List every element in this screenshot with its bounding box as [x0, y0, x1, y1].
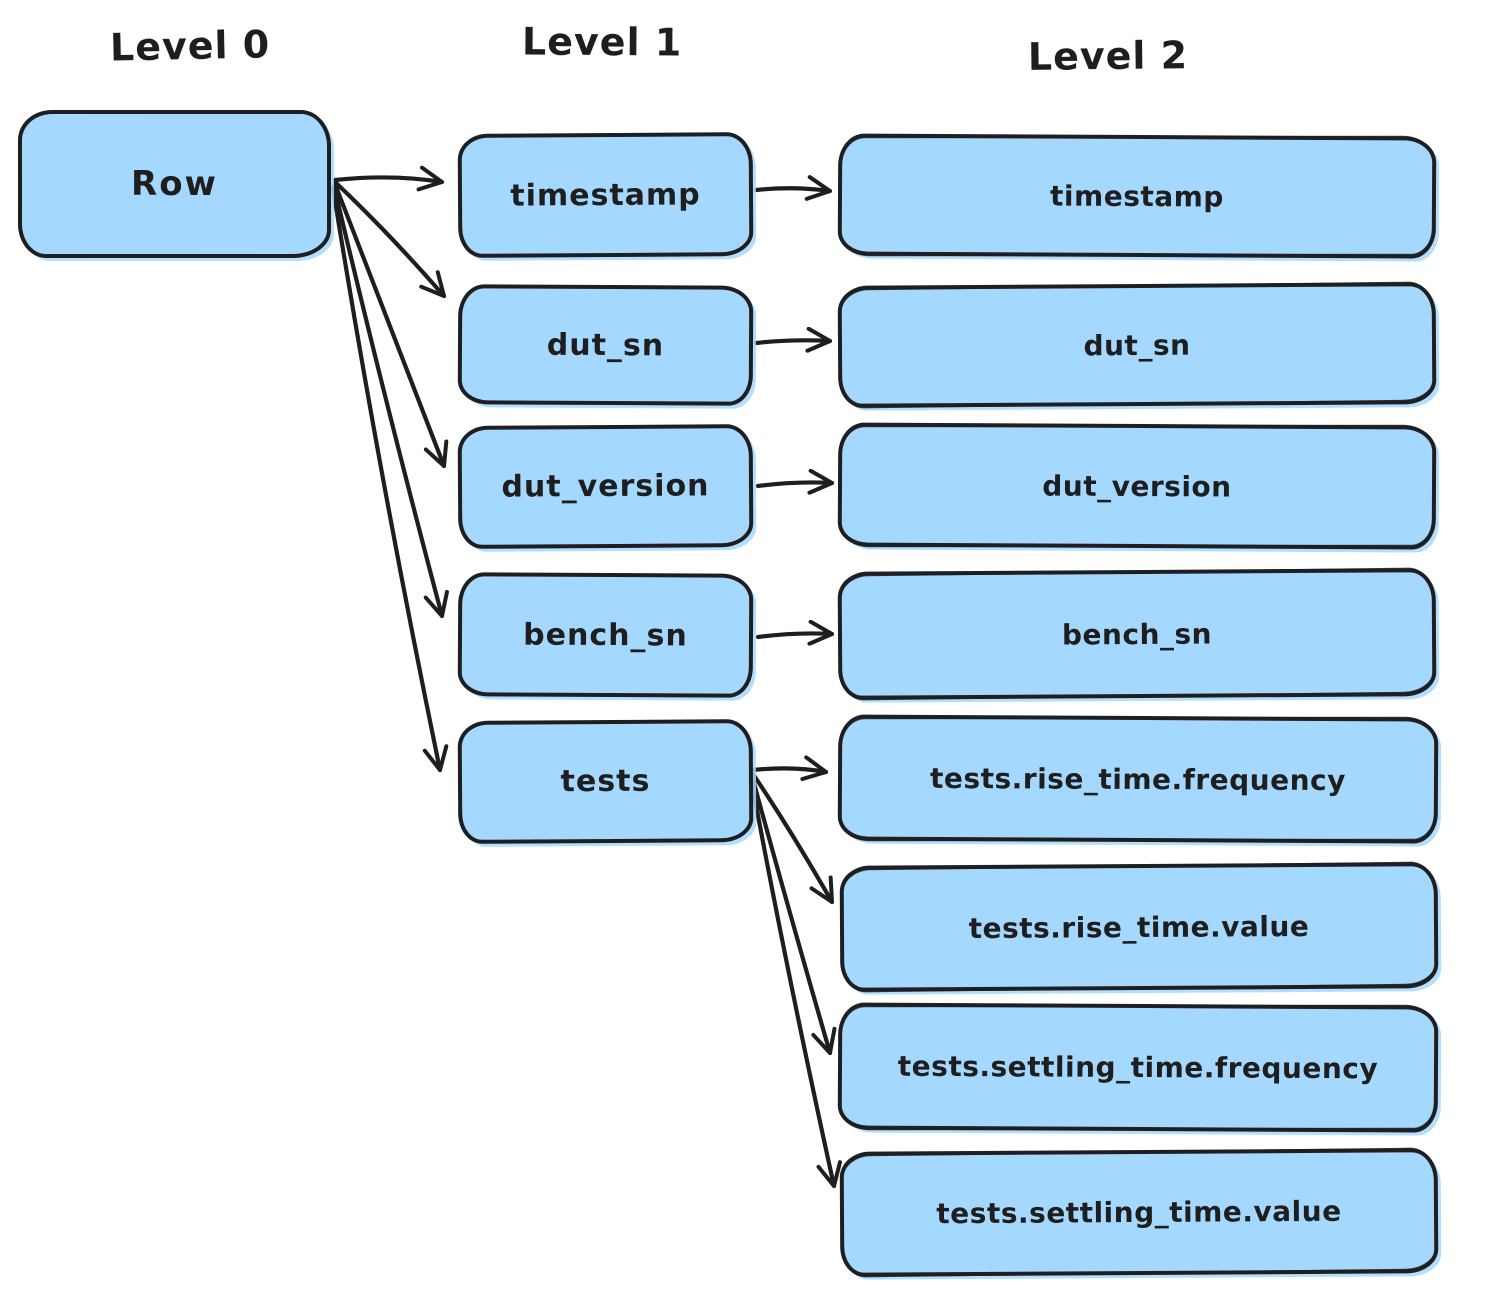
node-l1-dut-version-label: dut_version: [501, 468, 710, 505]
node-l1-timestamp-label: timestamp: [510, 176, 701, 214]
arrow-dut-sn-to-dut-sn: [753, 326, 833, 353]
arrow-tests-to-settling-time-frequency: [749, 773, 837, 1056]
node-l1-tests: tests: [457, 719, 754, 844]
node-l2-bench-sn: bench_sn: [837, 568, 1437, 700]
node-l2-tests-rise-time-value-label: tests.rise_time.value: [968, 909, 1310, 945]
arrow-timestamp-to-timestamp: [753, 175, 833, 201]
node-l1-bench-sn-label: bench_sn: [523, 617, 688, 653]
column-header-level-1: Level 1: [521, 19, 683, 65]
node-l1-timestamp: timestamp: [457, 132, 754, 258]
node-l2-tests-rise-time-value: tests.rise_time.value: [839, 862, 1439, 992]
node-l2-dut-sn-label: dut_sn: [1083, 328, 1191, 362]
node-l1-dut-sn: dut_sn: [457, 284, 754, 406]
arrow-dut-version-to-dut-version: [755, 468, 835, 495]
column-header-level-2: Level 2: [1027, 33, 1189, 79]
node-l2-tests-settling-time-frequency: tests.settling_time.frequency: [837, 1002, 1439, 1133]
arrow-row-to-timestamp: [332, 165, 445, 192]
node-l1-tests-label: tests: [560, 763, 651, 800]
arrow-row-to-dut-sn: [332, 179, 447, 299]
node-l2-tests-settling-time-frequency-label: tests.settling_time.frequency: [897, 1049, 1379, 1086]
node-l2-dut-version-label: dut_version: [1042, 469, 1232, 503]
node-l2-timestamp: timestamp: [837, 133, 1437, 259]
node-l1-bench-sn: bench_sn: [457, 572, 754, 698]
node-l2-dut-sn: dut_sn: [837, 282, 1437, 408]
node-l2-tests-settling-time-value-label: tests.settling_time.value: [936, 1194, 1342, 1231]
arrow-bench-sn-to-bench-sn: [755, 619, 835, 646]
arrow-row-to-dut-version: [332, 181, 449, 469]
arrow-row-to-tests: [330, 185, 449, 773]
node-l1-dut-version: dut_version: [457, 424, 754, 549]
node-l2-tests-rise-time-frequency: tests.rise_time.frequency: [837, 714, 1439, 844]
arrow-row-to-bench-sn: [331, 183, 449, 619]
arrow-tests-to-rise-time-frequency: [750, 755, 829, 782]
node-l2-timestamp-label: timestamp: [1050, 179, 1224, 213]
arrow-tests-to-rise-time-value: [750, 771, 835, 905]
arrow-tests-to-settling-time-value: [748, 775, 843, 1189]
node-l2-bench-sn-label: bench_sn: [1061, 617, 1213, 651]
node-row-label: Row: [131, 164, 218, 204]
node-l2-dut-version: dut_version: [837, 422, 1437, 550]
node-row: Row: [18, 110, 331, 258]
node-l2-tests-rise-time-frequency-label: tests.rise_time.frequency: [930, 761, 1346, 797]
node-l1-dut-sn-label: dut_sn: [546, 327, 665, 363]
column-header-level-0: Level 0: [109, 22, 271, 70]
node-l2-tests-settling-time-value: tests.settling_time.value: [839, 1148, 1439, 1277]
